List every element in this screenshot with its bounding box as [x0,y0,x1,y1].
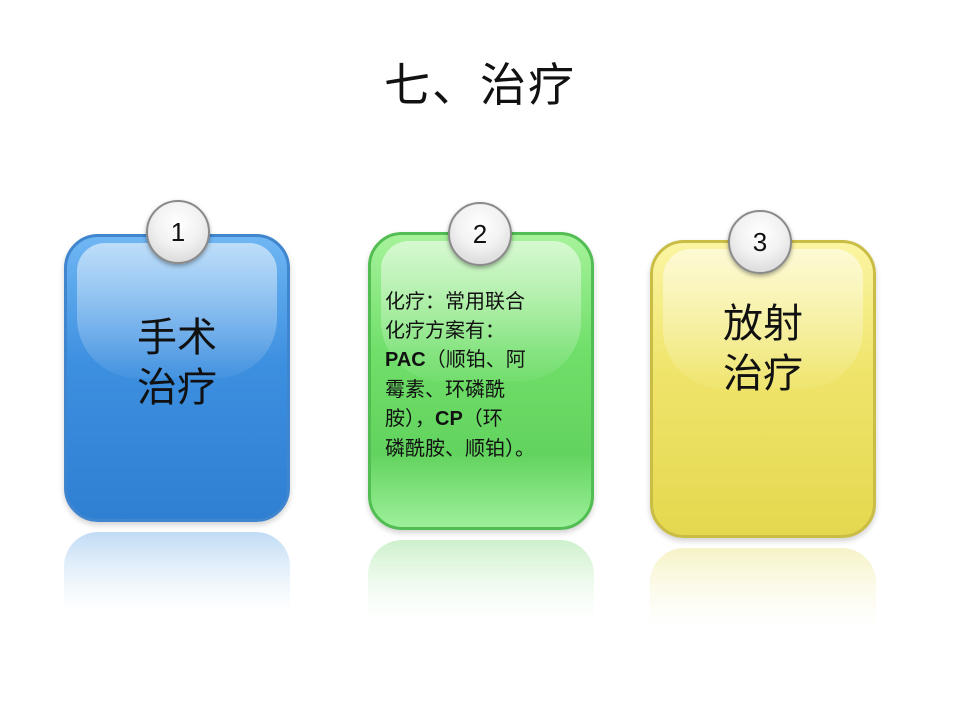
step-card-2-line-3: PAC（顺铂、阿 [385,347,526,371]
step-badge-2: 2 [448,202,512,266]
step-card-1-reflection [64,532,290,612]
step-card-1-line-1: 手术 [137,315,217,361]
step-card-3-line-1: 放射 [723,301,803,347]
step-card-3: 放射 治疗 [650,240,876,538]
step-card-2-reflection [368,540,594,620]
step-card-1-group: 手术 治疗 1 [64,200,290,640]
step-card-3-text: 放射 治疗 [653,299,873,399]
step-card-3-group: 放射 治疗 3 [650,210,876,650]
step-badge-1: 1 [146,200,210,264]
step-card-2: 化疗：常用联合 化疗方案有： PAC（顺铂、阿 霉素、环磷酰 胺），CP（环 磷… [368,232,594,530]
step-card-2-line-1: 化疗：常用联合 [385,289,525,313]
step-card-1-line-2: 治疗 [137,365,217,411]
step-card-1-text: 手术 治疗 [67,313,287,413]
step-card-2-group: 化疗：常用联合 化疗方案有： PAC（顺铂、阿 霉素、环磷酰 胺），CP（环 磷… [368,202,594,642]
step-card-2-line-2: 化疗方案有： [385,318,505,342]
step-card-2-line-4: 霉素、环磷酰 [385,377,505,401]
step-card-2-text: 化疗：常用联合 化疗方案有： PAC（顺铂、阿 霉素、环磷酰 胺），CP（环 磷… [385,287,585,463]
step-card-3-reflection [650,548,876,628]
step-card-3-line-2: 治疗 [723,351,803,397]
step-card-2-line-5: 胺），CP（环 [385,406,503,430]
step-card-2-line-6: 磷酰胺、顺铂）。 [385,436,535,460]
slide-title: 七、治疗 [384,58,576,112]
step-badge-3: 3 [728,210,792,274]
step-card-1: 手术 治疗 [64,234,290,522]
